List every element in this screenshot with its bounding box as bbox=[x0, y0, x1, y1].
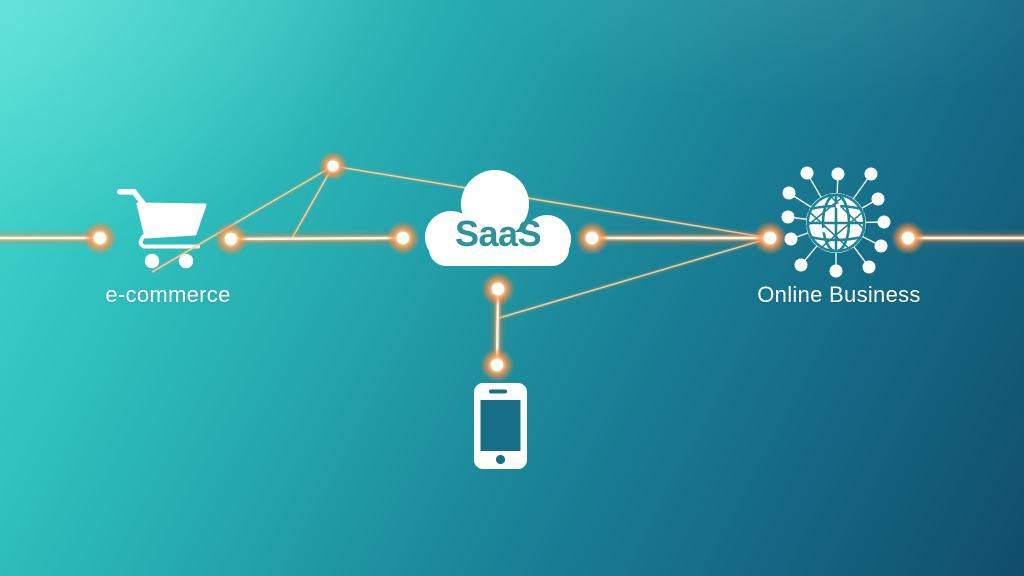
network-nodes bbox=[781, 166, 891, 278]
phone-screen bbox=[480, 400, 521, 451]
shopping-cart-icon bbox=[117, 189, 207, 269]
cart-chassis bbox=[138, 233, 200, 249]
cloud-icon bbox=[425, 170, 571, 266]
cart-basket bbox=[136, 202, 207, 239]
smartphone-icon bbox=[474, 383, 527, 469]
saas-label: SaaS bbox=[454, 213, 542, 254]
cart-wheel-left bbox=[144, 253, 160, 269]
phone-home-button bbox=[495, 454, 506, 465]
ecommerce-label: e-commerce bbox=[105, 282, 231, 307]
globe-network-icon bbox=[781, 166, 891, 278]
phone-speaker bbox=[489, 389, 507, 394]
online-business-label: Online Business bbox=[757, 282, 921, 307]
cart-wheel-right bbox=[178, 253, 194, 269]
globe-grid bbox=[806, 193, 866, 253]
globe-string-junctions bbox=[821, 203, 855, 233]
